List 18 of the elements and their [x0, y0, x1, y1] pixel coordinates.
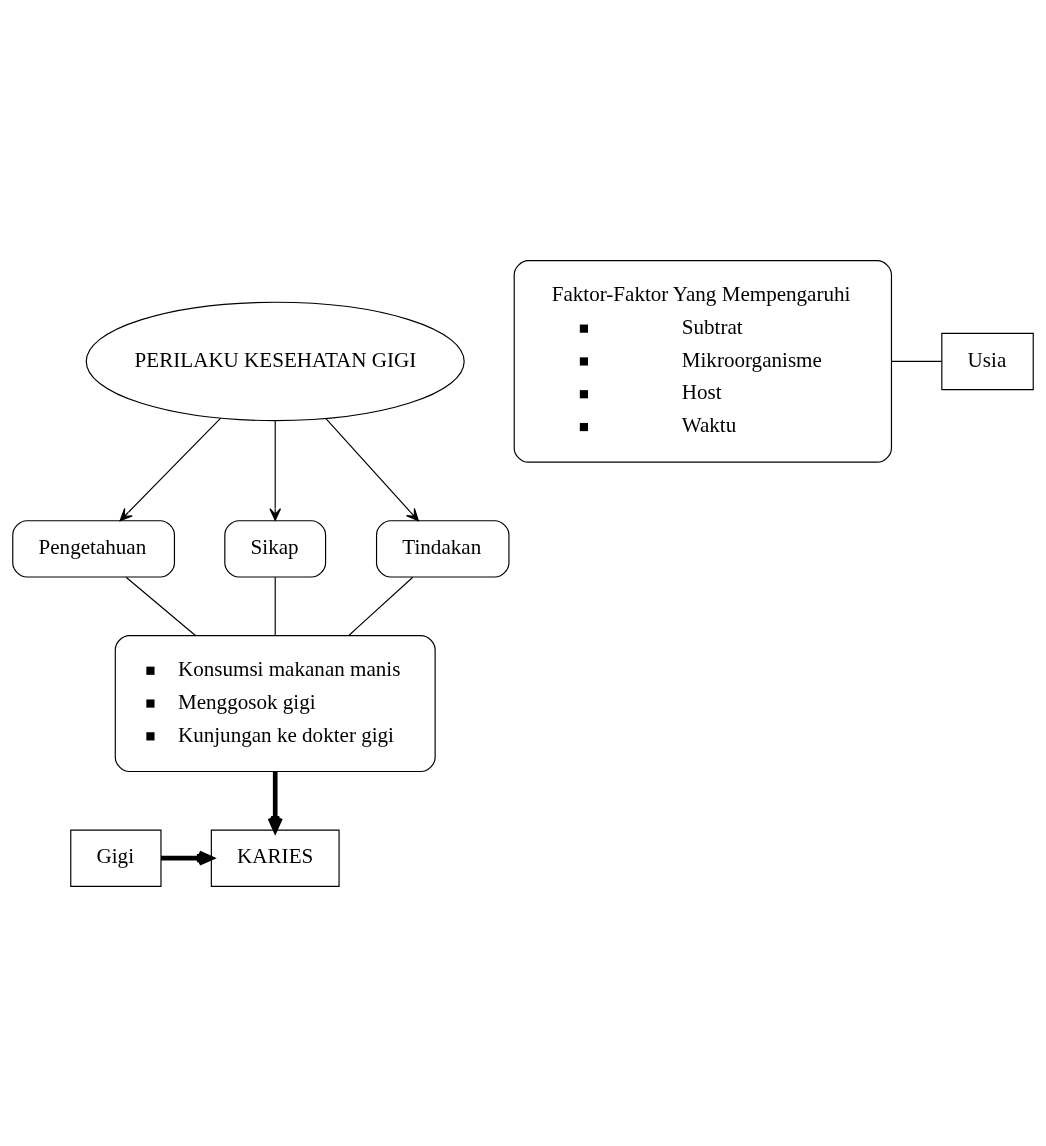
connector — [125, 576, 197, 636]
node-box: Sikap — [224, 519, 327, 578]
arrow — [267, 771, 283, 833]
connector — [274, 576, 276, 636]
arrow — [325, 417, 419, 521]
node-box: Pengetahuan — [12, 519, 176, 578]
arrow — [119, 417, 222, 521]
node-ellipse: PERILAKU KESEHATAN GIGI — [85, 301, 465, 421]
node-box: Tindakan — [375, 519, 510, 578]
connector — [891, 360, 943, 362]
connector — [348, 576, 414, 636]
node-box: Faktor-Faktor Yang Mempengaruhi Subtrat Mikroorganisme Host Waktu — [513, 259, 893, 463]
node-box: Konsumsi makanan manis Menggosok gigi Kunjungan ke dokter gigi — [114, 634, 436, 772]
node-box: KARIES — [210, 829, 340, 887]
node-box: Gigi — [70, 829, 162, 887]
arrow — [161, 850, 214, 866]
node-box: Usia — [941, 332, 1034, 390]
arrow — [269, 419, 282, 521]
